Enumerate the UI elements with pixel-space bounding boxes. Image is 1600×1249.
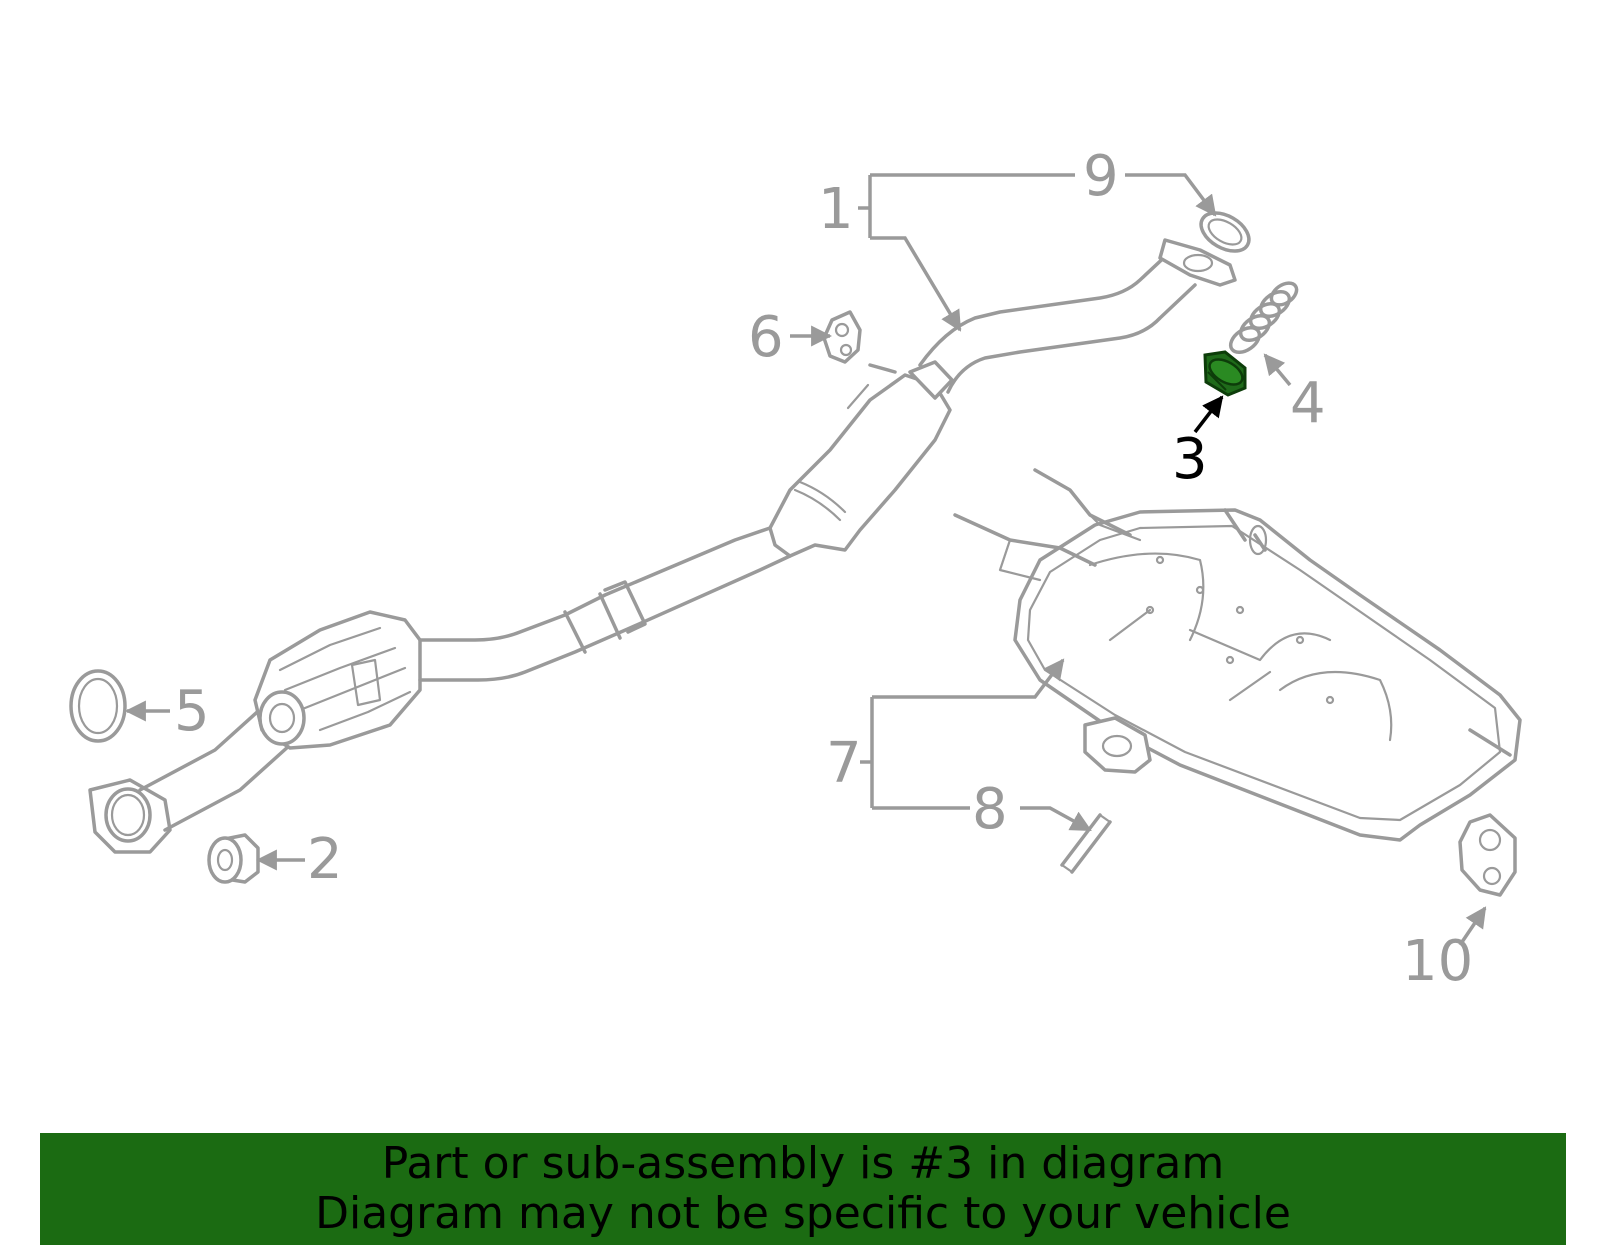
callout-9: 9 bbox=[1083, 144, 1119, 209]
callout-5: 5 bbox=[174, 679, 210, 744]
part-7-muffler bbox=[953, 468, 1522, 842]
part-4-spring bbox=[1228, 281, 1299, 355]
part-9-gasket bbox=[1199, 211, 1251, 253]
callout-4: 4 bbox=[1290, 371, 1326, 436]
callout-10: 10 bbox=[1402, 929, 1473, 994]
callout-1: 1 bbox=[818, 177, 854, 242]
part-2-nut bbox=[207, 833, 260, 884]
part-1-exhaust-pipe-assembly bbox=[88, 238, 1237, 854]
part-8-stud bbox=[1060, 813, 1112, 874]
banner-line-2: Diagram may not be specific to your vehi… bbox=[315, 1188, 1291, 1239]
callout-6: 6 bbox=[748, 305, 784, 370]
banner-line-1: Part or sub-assembly is #3 in diagram bbox=[381, 1138, 1225, 1189]
callout-3: 3 bbox=[1172, 427, 1208, 492]
notice-banner: Part or sub-assembly is #3 in diagram Di… bbox=[40, 1133, 1566, 1245]
part-10-hanger bbox=[1458, 813, 1517, 897]
callout-7: 7 bbox=[826, 731, 862, 796]
exhaust-system-diagram: 1 9 6 4 3 5 2 7 8 10 bbox=[69, 144, 1522, 994]
callout-2: 2 bbox=[307, 827, 343, 892]
part-5-gasket bbox=[69, 669, 127, 743]
callout-8: 8 bbox=[972, 777, 1008, 842]
leader-lines bbox=[124, 173, 1487, 946]
part-3-nut-highlighted bbox=[1203, 350, 1247, 397]
